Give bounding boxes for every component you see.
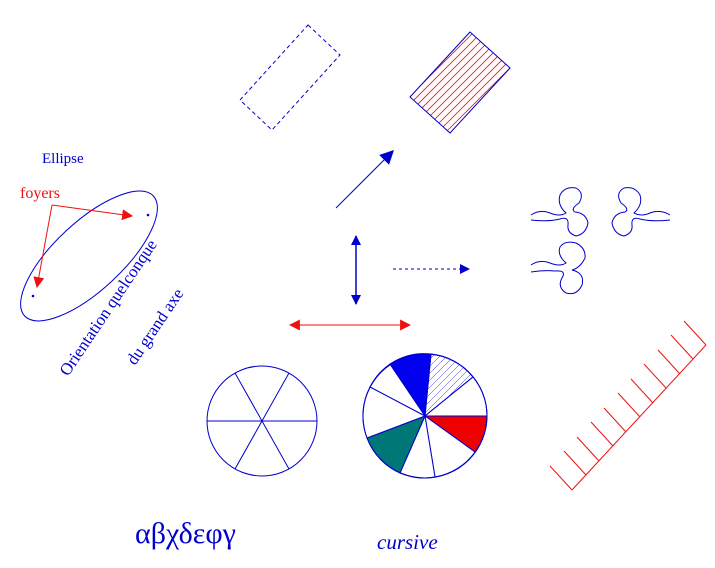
focus-point [31, 294, 35, 298]
red-comb [549, 320, 707, 491]
diagonal-arrow [335, 150, 394, 209]
ellipse [20, 190, 158, 322]
major-axis-label-line2: du grand axe [123, 285, 188, 368]
dashed-rectangle [239, 24, 341, 131]
focus-point [146, 213, 150, 217]
cursive-text: cursive [377, 530, 438, 554]
pie-colored [362, 353, 488, 479]
scribble-curves [530, 187, 671, 295]
hatched-rectangle [409, 31, 511, 134]
foci-arrow [51, 204, 134, 221]
pie-plain [206, 365, 318, 477]
foci-label: foyers [20, 185, 60, 202]
foci-arrow [33, 204, 53, 289]
ellipse-label: Ellipse [42, 151, 84, 167]
greek-text: αβχδεφγ [135, 517, 236, 550]
